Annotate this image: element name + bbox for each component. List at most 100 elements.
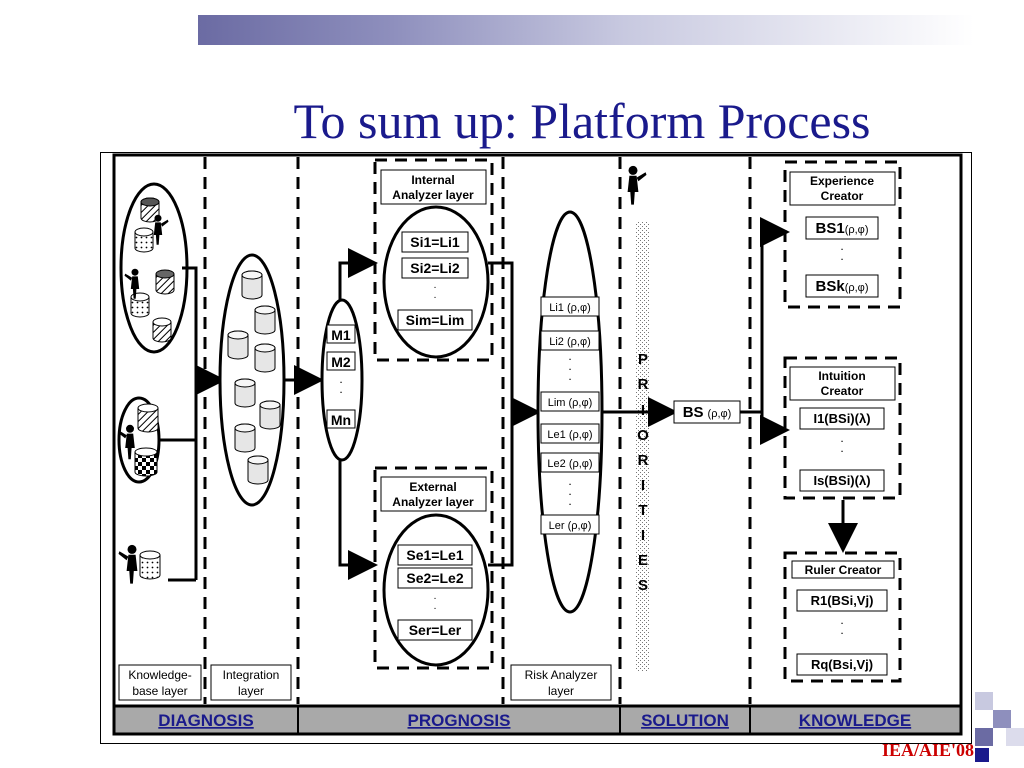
internal-item-1: Si1=Li1: [410, 234, 460, 250]
knowledge-base-layer-line2: base layer: [132, 684, 187, 698]
risk-ellipsis-b2: .: [568, 484, 571, 498]
internal-item-box-2: [401, 257, 469, 279]
phase-diagnosis: DIAGNOSIS: [158, 711, 253, 730]
intuition-creator-title-line2: Creator: [821, 384, 864, 398]
risk-ellipsis-a2: .: [568, 359, 571, 373]
priorities-letter: P: [638, 351, 648, 368]
analyzer-to-risk-connectors: [488, 261, 541, 567]
phase-solution: SOLUTION: [641, 711, 729, 730]
risk-item-box-4: [540, 423, 600, 444]
knowledge-base-layer-line1: Knowledge-: [128, 668, 191, 682]
external-analyzer-title-line2: Analyzer layer: [392, 495, 474, 509]
decor-square: [975, 748, 989, 762]
external-analyzer-title-box: [380, 476, 487, 512]
internal-analyzer-title-line1: Internal: [411, 173, 454, 187]
risk-item-box-5: [540, 452, 600, 473]
decor-square: [975, 728, 993, 746]
decor-square: [1006, 728, 1024, 746]
external-ellipsis-2: .: [434, 601, 437, 612]
m-label-2: M2: [331, 354, 351, 370]
external-item-box-3: [397, 619, 473, 641]
header-gradient-bar: [198, 15, 974, 45]
risk-analyzer-oval: [536, 210, 604, 614]
external-item-3: Ser=Ler: [409, 622, 462, 638]
decor-square: [993, 710, 1011, 728]
ruler-ellipsis-1: .: [840, 613, 843, 627]
external-item-1: Se1=Le1: [406, 547, 463, 563]
external-ellipsis-1: .: [434, 591, 437, 602]
external-analyzer-oval: [382, 513, 490, 667]
experience-item-2: BSk(ρ,φ): [816, 278, 869, 295]
diagram-frame: [100, 152, 972, 744]
experience-creator-title-line2: Creator: [821, 189, 864, 203]
layer-separators: [203, 157, 752, 704]
footer-conference-label: IEA/AIE'08: [881, 740, 974, 760]
internal-item-2: Si2=Li2: [410, 260, 460, 276]
experience-ellipsis-1: .: [840, 239, 843, 253]
ruler-item-1: R1(BSi,Vj): [811, 593, 874, 608]
ruler-item-box-2: [796, 653, 888, 676]
intuition-creator-title-box: [789, 366, 896, 401]
phase-dividers: [297, 706, 751, 734]
phase-bar: [112, 704, 963, 736]
risk-ellipsis-a3: .: [568, 369, 571, 383]
experience-item-box-1: [805, 216, 879, 240]
phase-labels: DIAGNOSIS PROGNOSIS SOLUTION KNOWLEDGE: [158, 711, 911, 730]
priorities-letter: I: [641, 527, 645, 544]
priorities-letter: I: [641, 477, 645, 494]
risk-ellipsis-b1: .: [568, 474, 571, 488]
risk-item-box-3: [540, 391, 600, 412]
intuition-ellipsis-2: .: [840, 441, 843, 455]
priorities-letter: R: [638, 376, 649, 393]
risk-item-box-6: [540, 514, 600, 535]
intuition-item-box-2: [799, 469, 885, 492]
priorities-letters: P R I O R I T I E S: [637, 351, 649, 594]
experience-item-1: BS1(ρ,φ): [816, 220, 869, 237]
internal-analyzer-title-box: [380, 169, 487, 205]
m-ellipsis-1: .: [339, 372, 342, 386]
ruler-creator-title-box: [791, 560, 895, 579]
risk-item-4: Le1 (ρ,φ): [547, 429, 592, 441]
external-item-box-1: [397, 544, 473, 566]
experience-creator-dashed-box: [783, 160, 902, 309]
external-item-box-2: [397, 567, 473, 589]
risk-analyzer-layer-line1: Risk Analyzer: [525, 668, 598, 682]
page-title: To sum up: Platform Process: [293, 93, 871, 149]
intuition-creator-dashed-box: [783, 356, 902, 500]
external-item-2: Se2=Le2: [406, 570, 463, 586]
m-box-1: [326, 324, 356, 344]
decor-square: [975, 692, 993, 710]
internal-item-box-1: [401, 231, 469, 253]
experience-ellipsis-2: .: [840, 249, 843, 263]
priorities-letter: T: [638, 502, 647, 519]
intuition-creator-title-line1: Intuition: [818, 369, 865, 383]
experience-creator-title-line1: Experience: [810, 174, 874, 188]
bs-main-label: BS(ρ,φ): [683, 404, 732, 421]
m-label-1: M1: [331, 327, 351, 343]
expert-person-icons: [118, 165, 647, 584]
risk-item-1: Li1 (ρ,φ): [549, 302, 591, 314]
ruler-creator-title: Ruler Creator: [805, 563, 882, 577]
knowledge-cylinders: [130, 197, 175, 580]
risk-ellipsis-b3: .: [568, 494, 571, 508]
ruler-creator-dashed-box: [783, 551, 902, 683]
phase-knowledge: KNOWLEDGE: [799, 711, 911, 730]
intuition-item-box-1: [799, 407, 885, 430]
external-analyzer-title-line1: External: [409, 480, 456, 494]
risk-item-2: Li2 (ρ,φ): [549, 336, 591, 348]
m-to-analyzer-connectors: [338, 248, 378, 580]
internal-ellipsis-2: .: [434, 290, 437, 301]
m-label-3: Mn: [331, 412, 351, 428]
phase-prognosis: PROGNOSIS: [408, 711, 511, 730]
m-box-2: [326, 351, 356, 371]
m-box-3: [326, 409, 356, 429]
risk-ellipsis-a1: .: [568, 349, 571, 363]
ruler-item-box-1: [796, 589, 888, 612]
intuition-item-2: Is(BSi)(λ): [813, 473, 870, 488]
risk-item-box-1: [540, 296, 600, 317]
intuition-item-1: I1(BSi)(λ): [813, 411, 870, 426]
experience-item-box-2: [805, 274, 879, 298]
risk-item-6: Ler (ρ,φ): [549, 520, 592, 532]
intuition-ellipsis-1: .: [840, 431, 843, 445]
